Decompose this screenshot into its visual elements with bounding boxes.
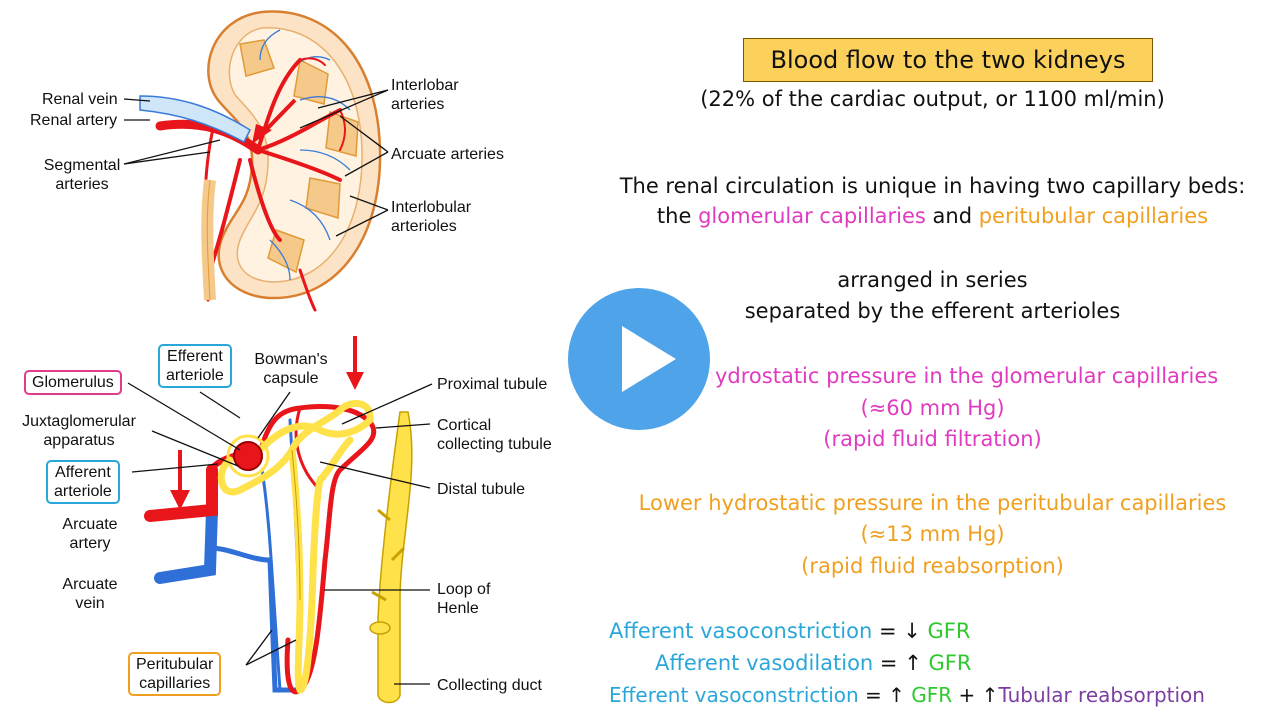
label-renal-artery: Renal artery [30,112,118,129]
kidney-veins-fine [259,29,351,281]
label-cortical-line1: Cortical [437,417,492,434]
notes-unique-line1: The renal circulation is unique in havin… [619,174,1246,198]
notes-unique-pre: the [656,204,699,228]
kidney-cortex-inner [228,27,363,283]
glomerulus-shape [233,441,263,471]
label-juxta-line1: Juxtaglomerular [22,413,136,430]
label-arcuate-artery-line1: Arcuate [62,516,118,533]
gfr1-cause: Afferent vasoconstriction [609,619,873,643]
gfr3-plus: + ↑ [952,683,999,707]
notes-panel: Blood flow to the two kidneys (22% of th… [585,0,1280,720]
label-interlobular-arterioles: Interlobular arterioles [391,198,471,236]
renal-pyramids [239,39,359,274]
notes-unique-mid: and [925,204,979,228]
gfr3-tubular: Tubular reabsorption [998,683,1205,707]
kidney-leader-lines [123,89,389,237]
notes-subtitle: (22% of the cardiac output, or 1100 ml/m… [700,87,1165,111]
label-interlobar-line2: arteries [391,96,445,113]
label-segmental-arteries: Segmental arteries [36,156,128,194]
notes-high-effect: (rapid fluid filtration) [823,427,1042,451]
kidney-diagram [123,10,433,704]
gfr2-gfr: GFR [928,651,972,675]
label-cortical-line2: collecting tubule [437,436,552,453]
notes-gfr-line1: Afferent vasoconstriction = ↓ GFR [609,618,970,644]
notes-low-pressure: Lower hydrostatic pressure in the peritu… [638,491,1227,515]
label-efferent-line2: arteriole [166,367,224,384]
label-juxtaglomerular-apparatus: Juxtaglomerular apparatus [2,412,156,450]
label-loop-line1: Loop of [437,581,491,598]
label-segmental-line1: Segmental [43,157,121,174]
label-arcuate-artery: Arcuate artery [48,515,132,553]
label-interlobular-line2: arterioles [391,218,457,235]
notes-series-line1: arranged in series [837,268,1028,292]
notes-title: Blood flow to the two kidneys [743,38,1153,82]
label-bowmans-capsule: Bowman's capsule [242,350,340,388]
label-cortical-collecting-tubule: Cortical collecting tubule [437,416,552,454]
label-peritubular-line1: Peritubular [136,656,214,673]
label-arcuate-artery-line2: artery [69,535,111,552]
label-peritubular-capillaries: Peritubular capillaries [128,652,222,696]
label-afferent-line1: Afferent [55,464,111,481]
label-interlobular-line1: Interlobular [391,199,472,216]
renal-vein-shape [139,95,251,144]
label-bowman-line1: Bowman's [254,351,328,368]
nephron-leader-lines [127,382,433,685]
label-peritubular-line2: capillaries [139,675,211,692]
nephron-flow-arrows [178,336,357,492]
gfr3-cause: Efferent vasoconstriction [609,683,859,707]
label-loop-line2: Henle [437,600,479,617]
play-icon [622,326,676,392]
label-bowman-line2: capsule [263,370,319,387]
label-interlobar-arteries: Interlobar arteries [391,76,459,114]
label-afferent-line2: arteriole [54,483,112,500]
gfr2-arrow: = ↑ [873,651,929,675]
label-afferent-arteriole: Afferent arteriole [46,460,120,504]
gfr1-gfr: GFR [927,619,971,643]
gfr3-arrow: = ↑ [858,683,912,707]
label-arcuate-vein: Arcuate vein [48,575,132,613]
gfr2-cause: Afferent vasodilation [655,651,874,675]
notes-glomerular-capillaries: glomerular capillaries [698,204,926,228]
label-efferent-arteriole: Efferent arteriole [158,344,232,388]
notes-high-value: (≈60 mm Hg) [860,396,1005,420]
play-button[interactable] [568,288,710,430]
label-efferent-line1: Efferent [167,348,223,365]
notes-series-line2: separated by the efferent arterioles [744,299,1121,323]
label-collecting-duct: Collecting duct [437,677,542,694]
label-juxta-line2: apparatus [43,432,115,449]
notes-high-pressure: High hydrostatic pressure in the glomeru… [646,364,1219,388]
gfr1-arrow: = ↓ [872,619,928,643]
notes-unique-line2: the glomerular capillaries and peritubul… [585,203,1280,229]
label-arcuate-vein-line1: Arcuate [62,576,118,593]
label-renal-vein: Renal vein [42,91,118,108]
label-distal-tubule: Distal tubule [437,481,526,498]
label-proximal-tubule: Proximal tubule [437,376,548,393]
label-arcuate-vein-line2: vein [75,595,105,612]
label-glomerulus: Glomerulus [24,370,122,395]
label-loop-of-henle: Loop of Henle [437,580,490,618]
notes-gfr-line2: Afferent vasodilation = ↑ GFR [655,650,971,676]
label-segmental-line2: arteries [55,176,109,193]
nephron-tubule-edges [291,449,301,601]
notes-peritubular-capillaries: peritubular capillaries [978,204,1209,228]
notes-low-value: (≈13 mm Hg) [860,522,1005,546]
gfr3-gfr: GFR [911,683,953,707]
notes-low-effect: (rapid fluid reabsorption) [801,554,1064,578]
notes-gfr-line3: Efferent vasoconstriction = ↑ GFR + ↑Tub… [609,682,1205,708]
label-arcuate-arteries: Arcuate arteries [391,146,504,163]
label-interlobar-line1: Interlobar [391,77,459,94]
